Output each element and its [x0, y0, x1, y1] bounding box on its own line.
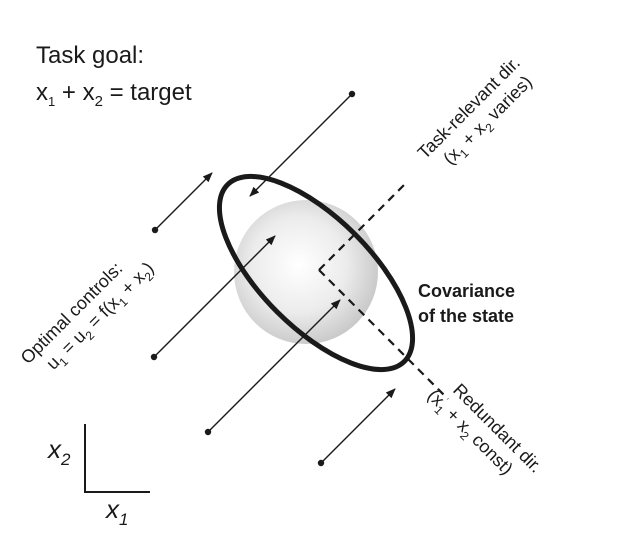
- task-relevant-label: Task-relevant dir. (x1 + x2 varies): [414, 52, 536, 168]
- control-arrows: [150, 90, 396, 467]
- control-arrow-origin-dot: [204, 428, 212, 436]
- redundant-label: Redundant dir. (x1 + x2 const): [424, 380, 546, 479]
- covariance-ellipse: [216, 173, 416, 373]
- control-arrow: [207, 299, 341, 433]
- covariance-label-line1: Covariance: [418, 281, 515, 301]
- y-axis-label: x2: [46, 434, 71, 469]
- control-arrow-origin-dot: [317, 459, 325, 467]
- control-arrow: [320, 388, 396, 464]
- covariance-label-line2: of the state: [418, 306, 514, 326]
- state-axes: [84, 424, 150, 493]
- state-covariance-sphere: [234, 200, 378, 344]
- task-goal-equation: x1 + x2 = target: [36, 79, 192, 110]
- control-arrow-origin-dot: [151, 226, 159, 234]
- task-goal-heading: Task goal:: [36, 42, 144, 69]
- control-arrow: [249, 93, 353, 197]
- redundant-direction-line: [318, 269, 449, 400]
- control-arrow: [154, 172, 213, 231]
- control-arrow-origin-dot: [348, 90, 356, 98]
- control-arrow-origin-dot: [150, 353, 158, 361]
- task-relevant-direction-line: [318, 180, 409, 271]
- x-axis-label: x1: [104, 494, 128, 529]
- control-arrow: [153, 235, 276, 358]
- optimal-controls-label: Optimal controls: u1 = u2 = f(x1 + x2): [17, 258, 158, 373]
